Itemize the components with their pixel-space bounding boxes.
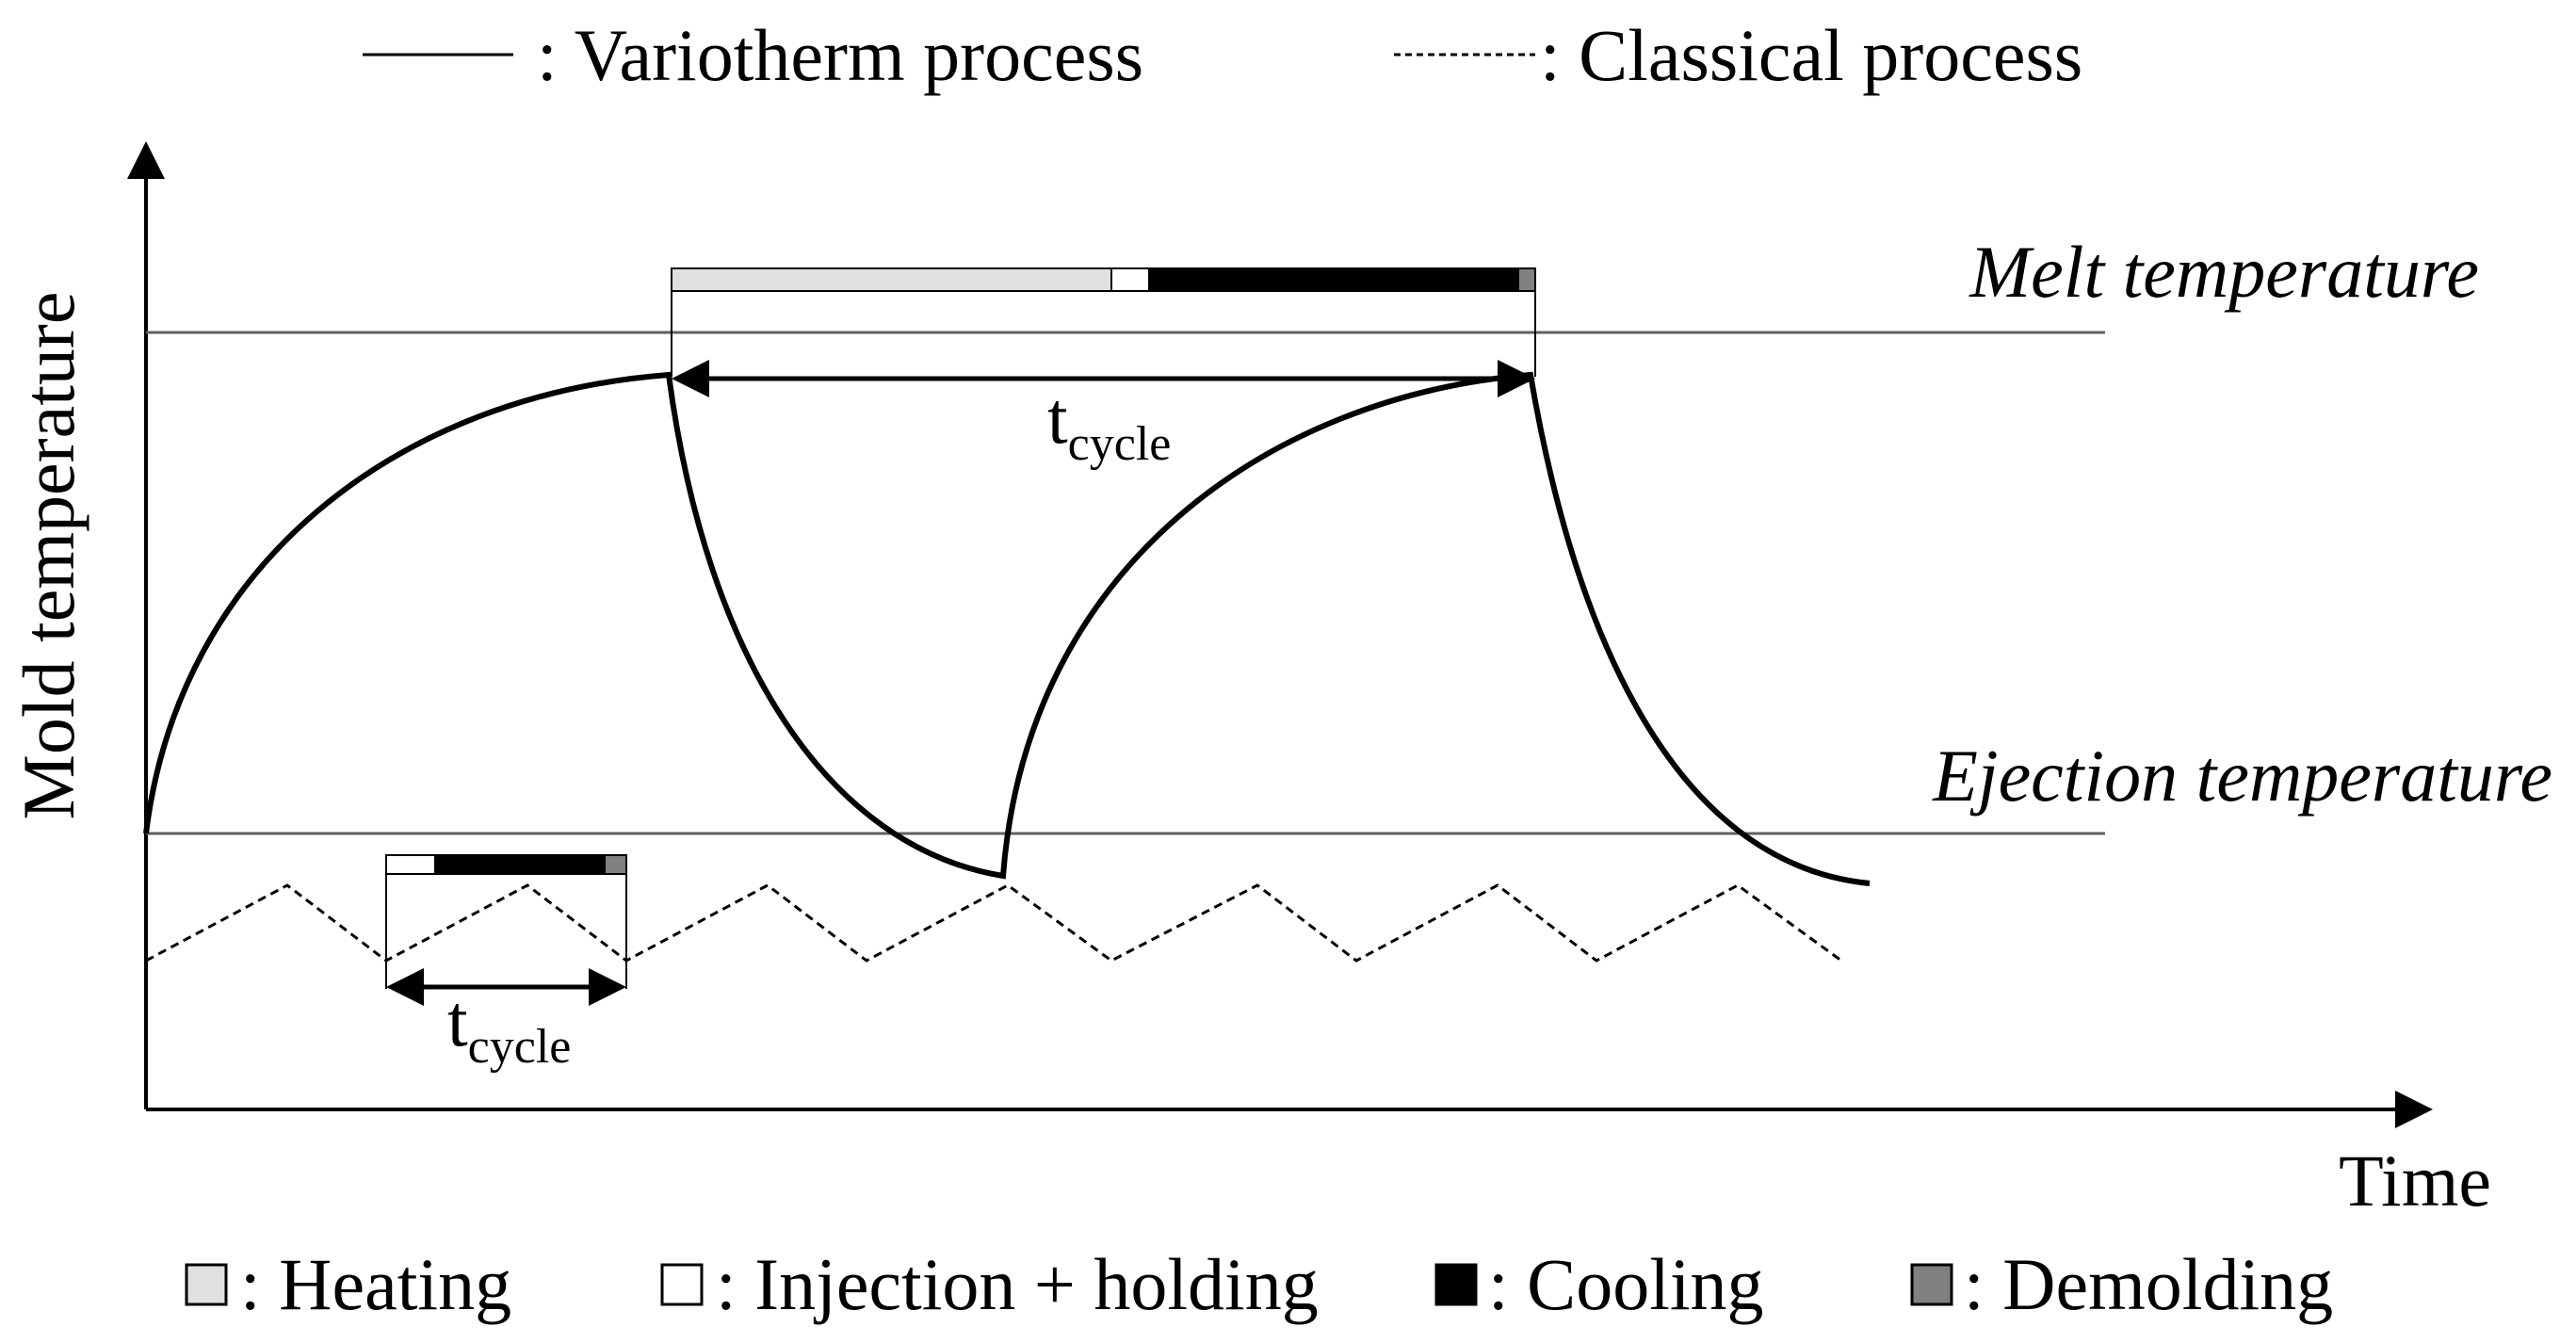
classical-cycle-bar: tcycle [385,854,627,1074]
bottom-legend: : Heating : Injection + holding : Coolin… [185,1243,2333,1325]
heating-swatch [185,1263,228,1306]
variotherm-cycle-bar: tcycle [671,267,1536,471]
demolding-legend-label: : Demolding [1964,1243,2333,1325]
heating-legend-label: : Heating [240,1243,511,1325]
classical-demolding-segment [604,854,627,875]
injection-holding-legend-label: : Injection + holding [716,1243,1319,1325]
classical-legend-label: : Classical process [1540,14,2082,96]
axes: Mold temperature Time [8,141,2491,1222]
demolding-swatch [1910,1263,1953,1306]
y-axis-label: Mold temperature [8,292,89,820]
variotherm-injection-segment [1110,267,1150,292]
variotherm-legend-label: : Variotherm process [537,14,1143,96]
injection-holding-swatch [660,1263,704,1306]
x-axis-label: Time [2339,1140,2491,1222]
reference-lines: Melt temperature Ejection temperature [146,231,2552,835]
classical-cycle-label: tcycle [447,979,571,1074]
classical-curve [145,883,1842,963]
top-legend: : Variotherm process : Classical process [363,14,2082,96]
variotherm-curve [143,371,1871,886]
cooling-swatch [1434,1263,1478,1306]
classical-injection-segment [385,854,436,875]
variotherm-cycle-label: tcycle [1047,377,1171,471]
variotherm-heating-segment [671,267,1112,292]
variotherm-demolding-segment [1517,267,1536,292]
classical-cooling-segment [434,854,606,875]
cooling-legend-label: : Cooling [1488,1243,1764,1325]
melt-temperature-label: Melt temperature [1968,231,2479,313]
variotherm-cooling-segment [1148,267,1519,292]
ejection-temperature-label: Ejection temperature [1932,735,2552,817]
